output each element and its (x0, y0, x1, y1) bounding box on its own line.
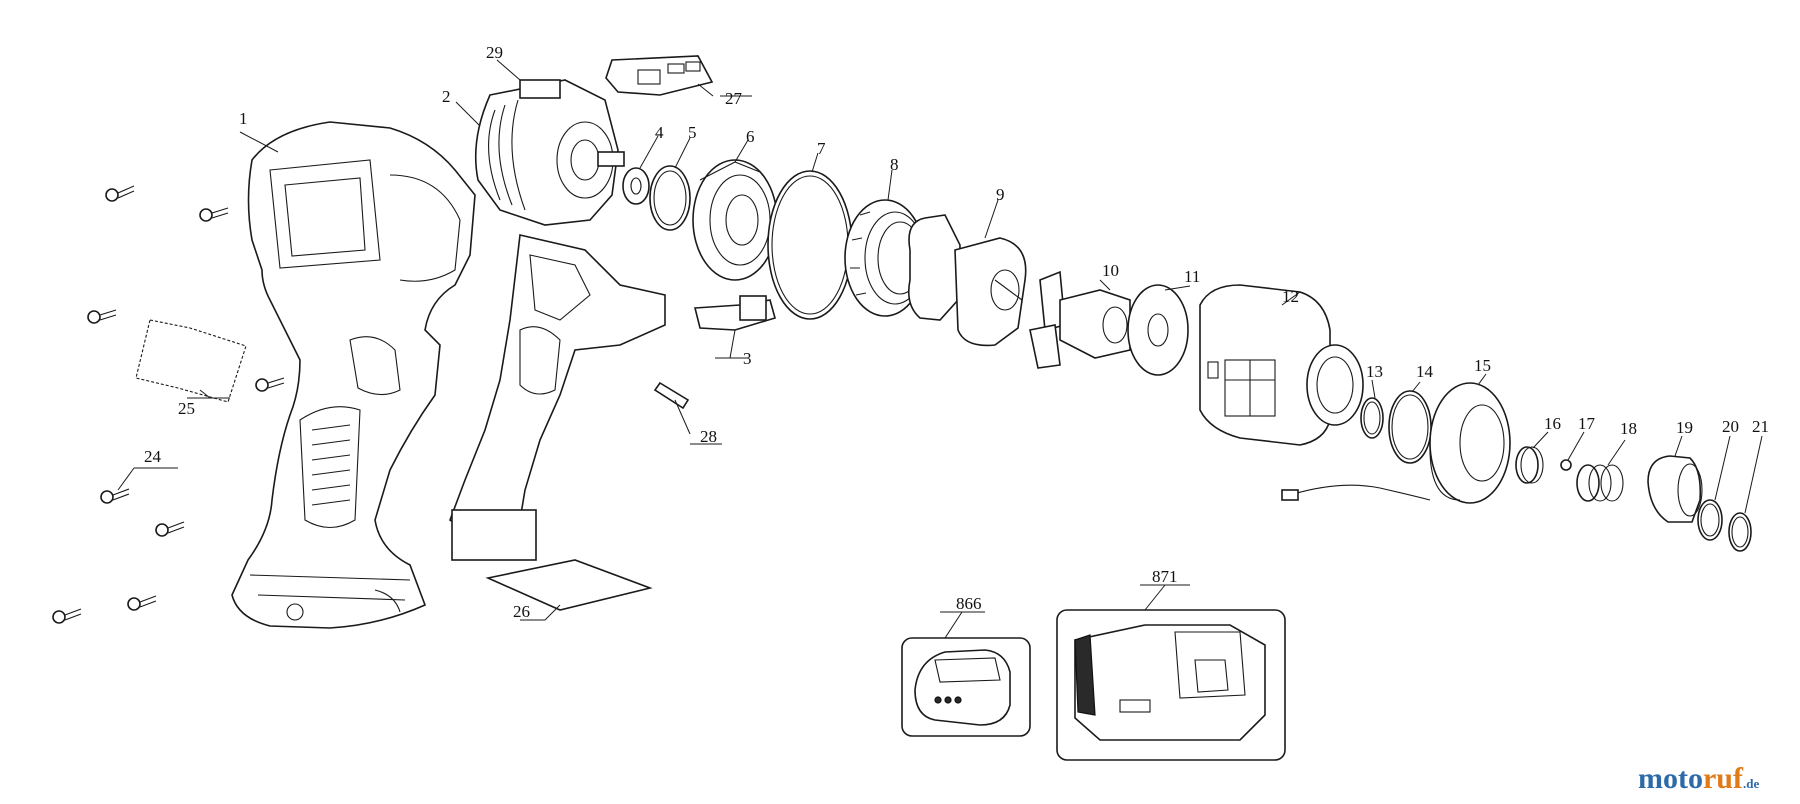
planetary-carrier (907, 214, 1027, 347)
retaining-ring (1360, 397, 1384, 439)
part-label-12: 12 (1282, 287, 1299, 306)
part-label-2: 2 (442, 87, 451, 106)
screw (52, 608, 82, 624)
screws (52, 185, 285, 624)
screw (100, 488, 130, 504)
watermark-part1: moto (1638, 762, 1703, 795)
part-label-1: 1 (239, 109, 248, 128)
part-label-17: 17 (1578, 414, 1596, 433)
watermark-suffix: .de (1742, 776, 1760, 791)
part-label-5: 5 (688, 123, 697, 142)
part-label-16: 16 (1544, 414, 1561, 433)
part-label-4: 4 (655, 123, 664, 142)
anvil (1029, 270, 1131, 369)
part-label-27: 27 (725, 89, 743, 108)
part-label-13: 13 (1366, 362, 1383, 381)
o-ring (649, 165, 691, 231)
washer (1697, 499, 1723, 541)
part-label-14: 14 (1416, 362, 1434, 381)
leader-lines (117, 59, 1763, 639)
pcb-board (605, 55, 714, 96)
ball (1560, 459, 1572, 471)
direction-switch (693, 295, 776, 331)
housing-half (231, 121, 476, 629)
screw (199, 207, 229, 222)
watermark-logo: motoruf.de (1638, 762, 1759, 796)
motor-assembly (474, 79, 625, 226)
part-label-18: 18 (1620, 419, 1637, 438)
thrust-washer (1127, 284, 1189, 376)
gear-case (1199, 284, 1364, 446)
part-label-21: 21 (1752, 417, 1769, 436)
screw (87, 309, 117, 324)
part-label-866: 866 (956, 594, 982, 613)
pin (653, 381, 690, 410)
part-label-11: 11 (1184, 267, 1200, 286)
large-o-ring (767, 170, 853, 320)
part-labels: 1 2 3 4 5 6 7 8 9 10 11 12 13 14 15 16 1… (144, 43, 1769, 621)
part-label-871: 871 (1152, 567, 1178, 586)
part-label-19: 19 (1676, 418, 1693, 437)
part-label-3: 3 (743, 349, 752, 368)
part-label-29: 29 (486, 43, 503, 62)
part-label-10: 10 (1102, 261, 1119, 280)
part-label-24: 24 (144, 447, 162, 466)
part-label-8: 8 (890, 155, 899, 174)
part-label-25: 25 (178, 399, 195, 418)
retaining-ring (1728, 512, 1752, 552)
spring (1576, 464, 1624, 502)
label-plate (135, 319, 247, 403)
insulation-pad (485, 559, 653, 611)
part-label-28: 28 (700, 427, 717, 446)
part-label-20: 20 (1722, 417, 1739, 436)
charger-box (1056, 609, 1286, 761)
watermark-part2: ruf (1702, 762, 1743, 795)
screw (155, 521, 185, 537)
part-label-15: 15 (1474, 356, 1491, 375)
screw (255, 377, 285, 392)
washer (622, 167, 650, 205)
part-label-6: 6 (746, 127, 755, 146)
part-label-9: 9 (996, 185, 1005, 204)
bearing-plate (692, 159, 778, 281)
sleeve (1647, 455, 1703, 523)
screw (105, 185, 135, 202)
led-nose-ring (1281, 382, 1511, 504)
part-label-26: 26 (513, 602, 530, 621)
part-label-7: 7 (817, 139, 826, 158)
battery-box (901, 637, 1031, 737)
o-ring (1388, 390, 1432, 464)
trigger-switch-module (449, 234, 666, 561)
screw (127, 595, 157, 611)
spring (1515, 446, 1544, 484)
